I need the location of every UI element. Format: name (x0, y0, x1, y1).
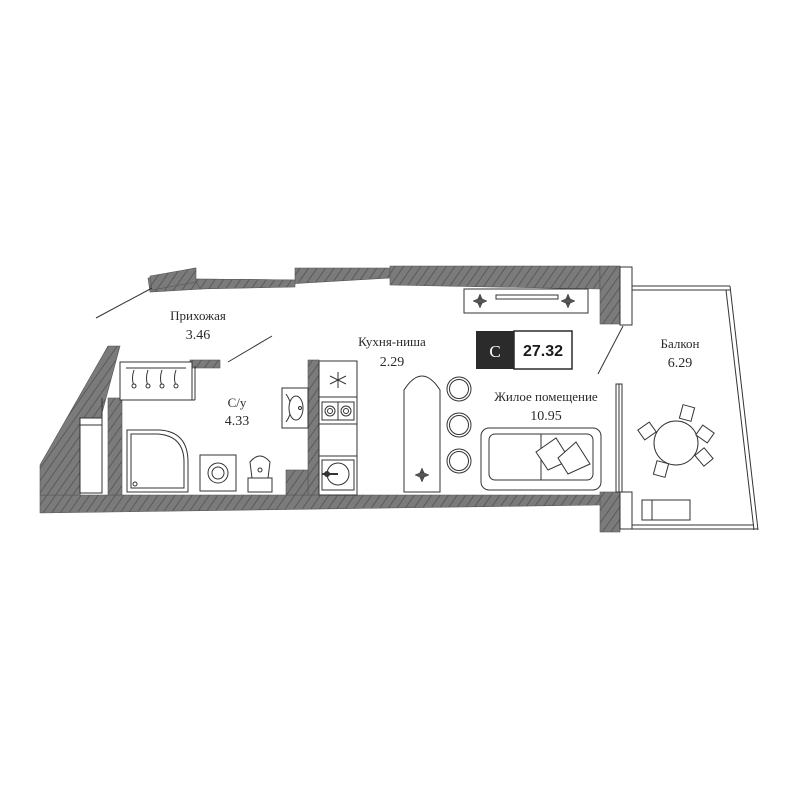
bathroom-name: С/у (228, 395, 247, 410)
hallway-cabinet (79, 398, 103, 494)
right-wall-upper (599, 265, 621, 325)
badge-type-box (476, 331, 514, 369)
bathroom-door-line (227, 335, 273, 363)
partition-bath-kitchen (307, 359, 320, 496)
bathroom-area: 4.33 (225, 414, 250, 429)
washing-machine (199, 454, 237, 492)
hallway-wardrobe (119, 361, 193, 401)
hallway-name: Прихожая (170, 308, 226, 323)
bottom-wall (39, 494, 601, 514)
balcony-bench (641, 499, 691, 521)
right-wall-lower (599, 491, 621, 533)
cooktop (321, 401, 355, 421)
apartment-total-area: 27.32 (523, 343, 563, 360)
room-labels: Прихожая 3.46 С/у 4.33 Кухня-ниша 2.29 Ж… (170, 308, 699, 429)
partition-bath-left (107, 397, 123, 496)
bathroom-sink (281, 387, 309, 429)
living-area: 10.95 (530, 409, 562, 424)
shower-cabin (126, 429, 189, 493)
entrance-door-line (95, 287, 153, 319)
sofa (480, 427, 602, 491)
balcony-table (637, 404, 715, 478)
badge-area-box (513, 330, 573, 370)
hallway-area: 3.46 (186, 328, 211, 343)
walls (39, 265, 621, 533)
balcony-door-line (597, 325, 624, 375)
toilet-box (285, 469, 309, 496)
wall-bands (149, 267, 197, 291)
living-window (615, 383, 623, 493)
top-wall-right (389, 265, 601, 290)
snowflake-icon (329, 372, 347, 388)
kitchen-sink (321, 459, 355, 491)
top-wall-mid (194, 278, 296, 290)
toilet (247, 455, 273, 493)
flower-icon (414, 467, 430, 483)
dining-table (403, 375, 472, 493)
apartment-type: С (489, 342, 500, 361)
kitchen-name: Кухня-ниша (358, 334, 426, 349)
living-name: Жилое помещение (494, 389, 598, 404)
kitchen-area: 2.29 (380, 355, 405, 370)
balcony (619, 266, 759, 531)
apartment-badge: С 27.32 (476, 330, 573, 370)
balcony-area: 6.29 (668, 356, 693, 371)
flower-icon (472, 293, 576, 309)
balcony-name: Балкон (661, 336, 700, 351)
